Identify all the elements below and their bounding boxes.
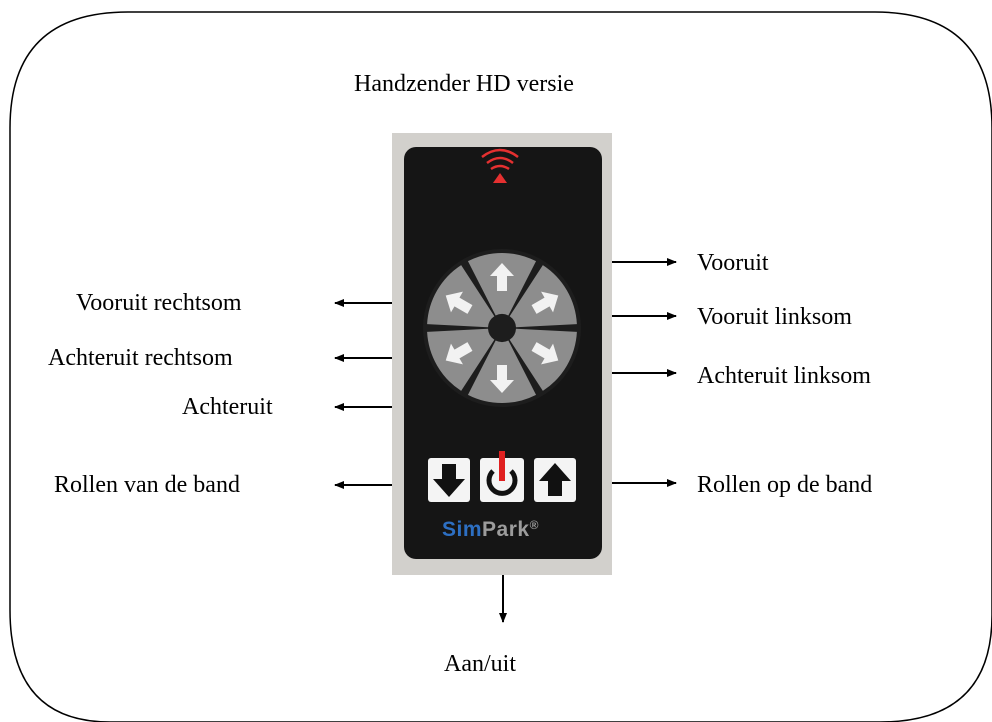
arrow-icon [445,342,473,365]
label-reverse-left: Achteruit linksom [697,363,871,389]
label-forward: Vooruit [697,250,769,276]
brand-logo: SimPark® [442,518,539,541]
reverse-left-button[interactable] [509,328,577,391]
label-unroll: Rollen van de band [54,472,240,498]
forward-button[interactable] [467,253,537,316]
arrow-icon [531,342,559,365]
arrow-up-icon [539,463,571,496]
direction-pad [423,249,581,407]
remote-control: SimPark® [392,133,612,575]
diagram-title: Handzender HD versie [354,71,574,97]
label-reverse: Achteruit [182,394,273,420]
power-button[interactable] [480,451,524,502]
arrow-icon [490,263,514,291]
unroll-button[interactable] [428,458,470,502]
arrow-icon [490,365,514,393]
reverse-right-button[interactable] [427,328,495,391]
power-icon [486,451,518,496]
signal-icon [481,148,519,183]
arrow-icon [445,291,473,314]
reverse-button[interactable] [467,340,537,404]
label-power: Aan/uit [444,651,516,677]
label-reverse-right: Achteruit rechtsom [48,345,233,371]
forward-right-button[interactable] [427,265,495,328]
forward-left-button[interactable] [509,265,577,328]
arrow-icon [531,291,559,314]
label-roll-up: Rollen op de band [697,472,873,498]
roll-up-button[interactable] [534,458,576,502]
label-forward-right: Vooruit rechtsom [76,290,242,316]
arrow-down-icon [433,464,465,497]
label-forward-left: Vooruit linksom [697,304,852,330]
